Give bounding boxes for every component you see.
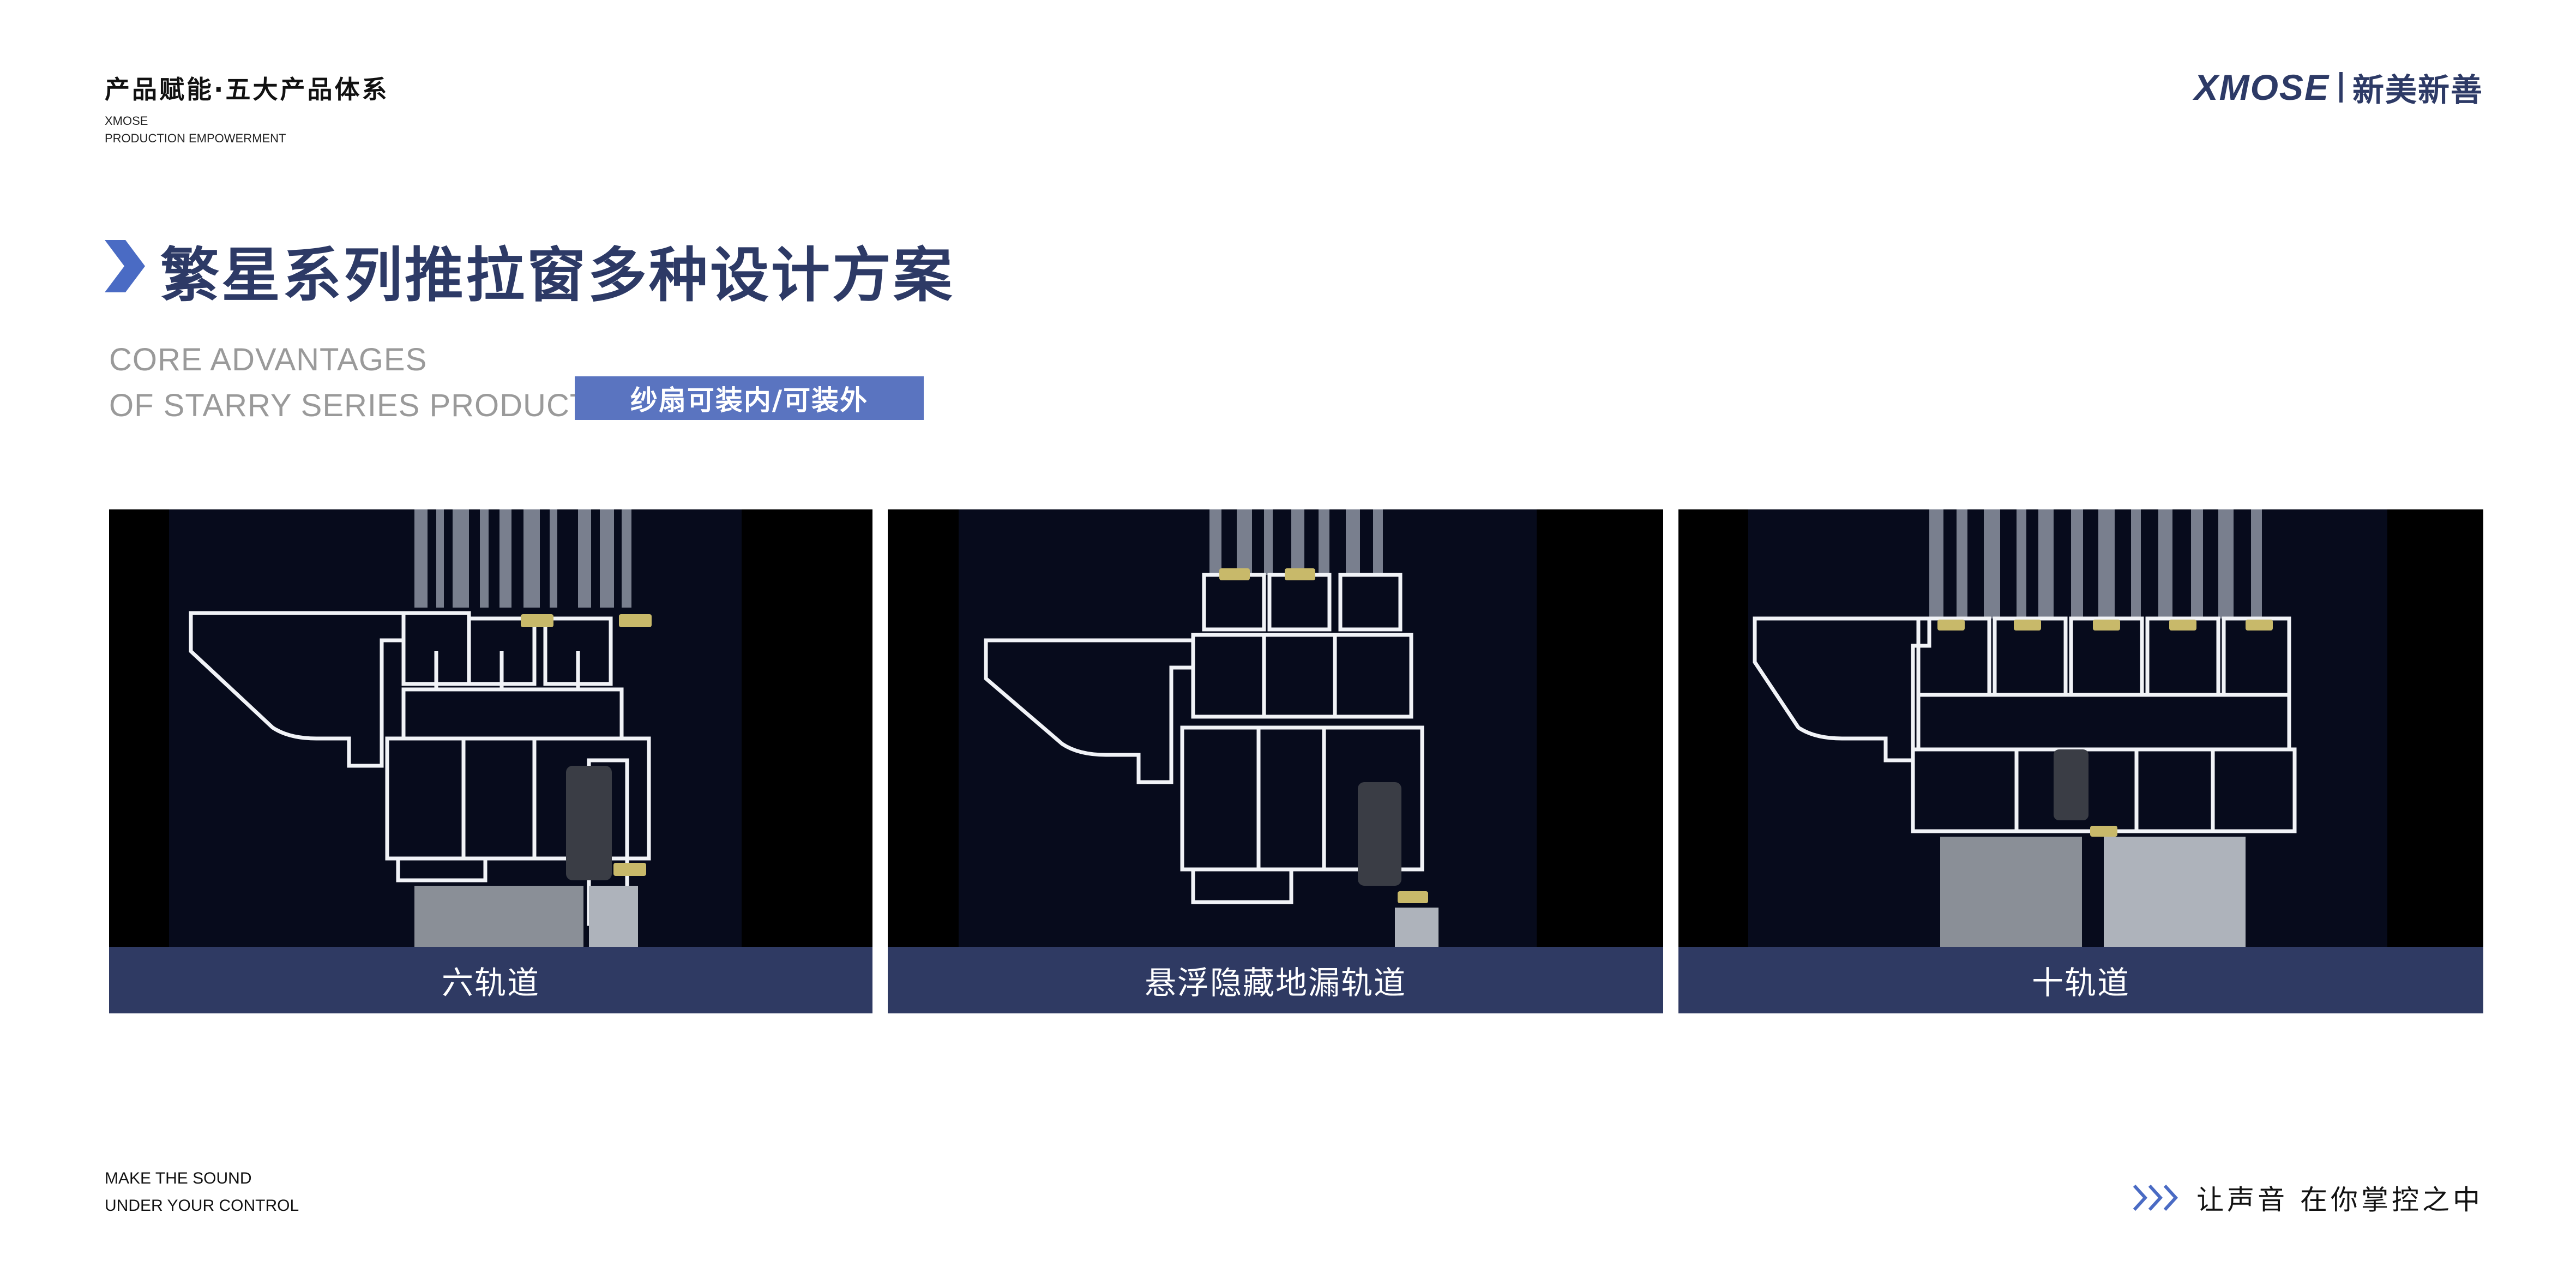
brand-logo-cn: 新美新善: [2352, 71, 2483, 109]
english-subtitle-line1: CORE ADVANTAGES: [109, 342, 428, 377]
product-card-hidden-drain-track: 悬浮隐藏地漏轨道: [888, 509, 1663, 1013]
footer-slogan-cn-text: 让声音 在你掌控之中: [2196, 1184, 2483, 1216]
brand-logo-latin: XMOSE: [2194, 67, 2330, 107]
cross-section-image: [109, 509, 872, 1013]
chevron-right-icon: [105, 240, 145, 292]
triple-chevron-icon: [2133, 1184, 2178, 1211]
product-card-six-track: 六轨道: [109, 509, 872, 1013]
footer-slogan-en: MAKE THE SOUND UNDER YOUR CONTROL: [105, 1165, 299, 1220]
brand-logo: XMOSE 新美新善: [2194, 64, 2483, 110]
section-sub-line2: PRODUCTION EMPOWERMENT: [105, 131, 286, 145]
card-caption: 六轨道: [109, 947, 872, 1013]
card-caption: 悬浮隐藏地漏轨道: [888, 947, 1663, 1013]
cross-section-image: [1678, 509, 2483, 1013]
section-subtitle: XMOSE PRODUCTION EMPOWERMENT: [105, 112, 286, 147]
footer-slogan-en-line2: UNDER YOUR CONTROL: [105, 1197, 299, 1215]
section-sub-line1: XMOSE: [105, 114, 148, 128]
cross-section-image: [888, 509, 1663, 1013]
page-title: 繁星系列推拉窗多种设计方案: [160, 242, 955, 310]
footer-slogan-cn: 让声音 在你掌控之中: [2131, 1178, 2483, 1217]
product-card-ten-track: 十轨道: [1678, 509, 2483, 1013]
section-title: 产品赋能·五大产品体系: [105, 75, 389, 104]
english-subtitle: CORE ADVANTAGES OF STARRY SERIES PRODUCT…: [109, 337, 611, 429]
feature-tag: 纱扇可装内/可装外: [575, 376, 924, 420]
brand-divider: [2339, 72, 2343, 103]
english-subtitle-line2: OF STARRY SERIES PRODUCTS: [109, 388, 611, 423]
card-caption: 十轨道: [1678, 947, 2483, 1013]
footer-slogan-en-line1: MAKE THE SOUND: [105, 1169, 252, 1187]
